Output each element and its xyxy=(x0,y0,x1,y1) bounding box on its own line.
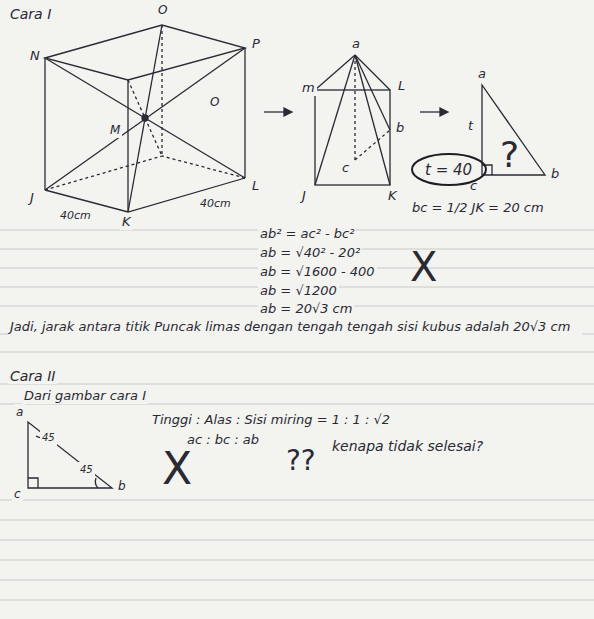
handwritten-note: t xyxy=(466,118,475,134)
pyramid-figure xyxy=(315,55,390,185)
handwritten-note: J xyxy=(28,190,36,206)
right-triangle xyxy=(482,85,545,175)
handwritten-note: P xyxy=(250,36,262,52)
handwritten-note: b xyxy=(116,478,128,494)
handwritten-note: K xyxy=(120,214,133,230)
handwritten-note: Cara I xyxy=(8,6,53,22)
handwritten-note: J xyxy=(300,188,308,204)
handwritten-note: a xyxy=(14,404,25,420)
handwritten-note: L xyxy=(396,78,407,94)
handwritten-note: 45 xyxy=(78,462,95,478)
handwritten-note: O xyxy=(208,94,221,110)
handwritten-note: Dari gambar cara I xyxy=(22,388,148,404)
handwritten-note: bc = 1/2 JK = 20 cm xyxy=(410,200,546,216)
handwritten-note: 45 xyxy=(40,430,57,446)
handwritten-note: M xyxy=(108,122,122,138)
handwritten-note: c xyxy=(340,160,351,176)
ruled-lines xyxy=(0,230,594,600)
handwritten-note: c xyxy=(12,486,23,502)
circled-answer: t = 40 xyxy=(410,152,488,187)
handwritten-note: Tinggi : Alas : Sisi miring = 1 : 1 : √2 xyxy=(150,412,392,428)
handwritten-note: m xyxy=(300,80,317,96)
handwritten-note: X xyxy=(160,446,194,492)
node-text: t = 40 xyxy=(425,161,472,179)
handwritten-note: ab = √1600 - 400 xyxy=(258,264,377,280)
handwritten-note: X xyxy=(408,246,439,288)
handwritten-note: a xyxy=(476,66,488,82)
handwritten-note: N xyxy=(28,48,42,64)
handwritten-note: 40cm xyxy=(58,208,93,224)
handwritten-note: Cara II xyxy=(8,368,57,384)
handwritten-note: K xyxy=(386,188,399,204)
handwritten-note: O xyxy=(156,2,169,18)
ellipse-shape xyxy=(412,154,486,185)
process-arrows xyxy=(264,108,448,116)
handwritten-note: L xyxy=(250,178,261,194)
handwritten-note: ab² = ac² - bc² xyxy=(258,226,356,242)
handwritten-note: kenapa tidak selesai? xyxy=(330,438,485,454)
right-triangle-cara-two xyxy=(28,422,112,488)
handwritten-note: 40cm xyxy=(198,196,233,212)
handwritten-note: ac : bc : ab xyxy=(185,432,261,448)
handwritten-note: Jadi, jarak antara titik Puncak limas de… xyxy=(8,318,582,336)
handwritten-note: ab = 20√3 cm xyxy=(258,301,354,317)
handwritten-note: ab = √40² - 20² xyxy=(258,245,362,261)
handwritten-note: ?? xyxy=(284,446,318,476)
handwritten-note: b xyxy=(394,120,406,136)
handwritten-note: a xyxy=(350,36,362,52)
cube-figure xyxy=(45,25,245,212)
handwritten-note: ab = √1200 xyxy=(258,283,339,299)
handwritten-note: b xyxy=(549,166,561,182)
handwritten-note: ? xyxy=(498,136,521,174)
